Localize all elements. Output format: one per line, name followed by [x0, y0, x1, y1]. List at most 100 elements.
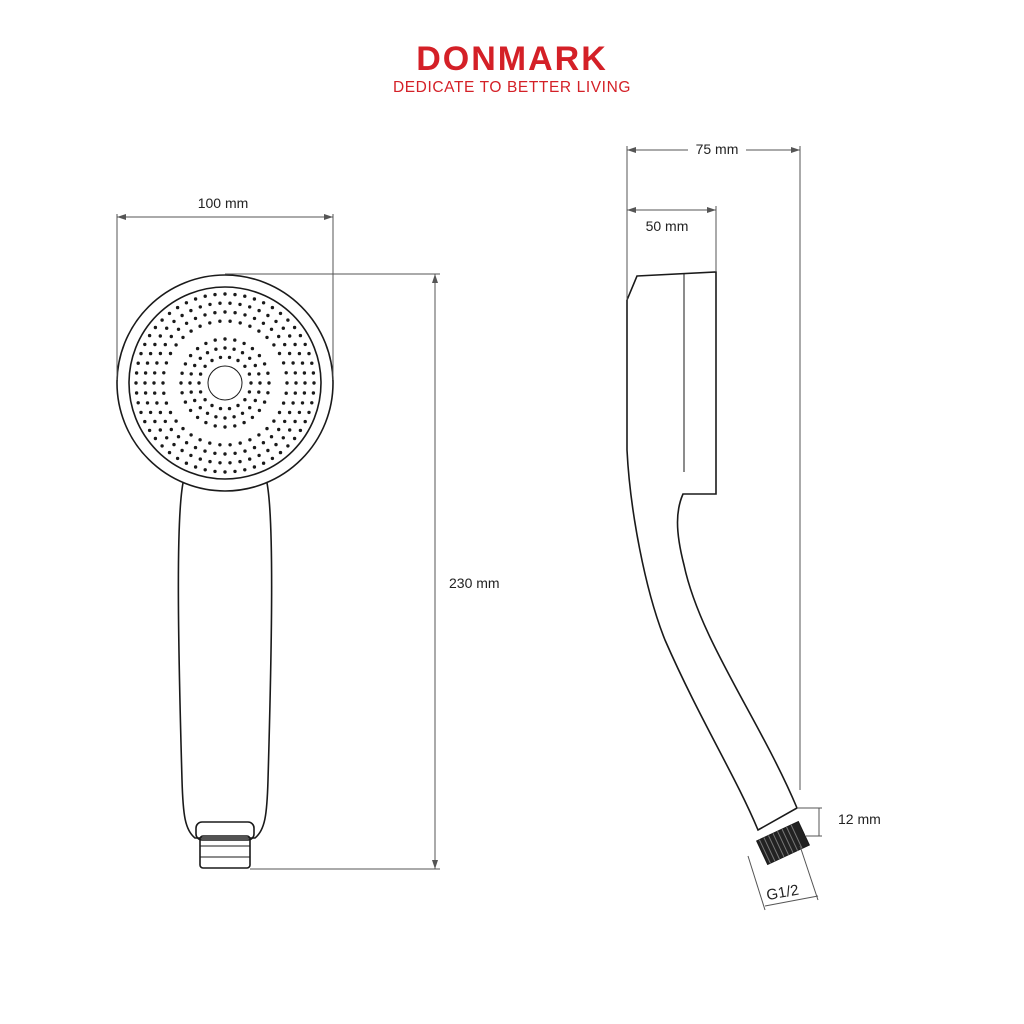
nozzle-dot [189, 372, 193, 376]
nozzle-dot [248, 406, 252, 410]
total-length-label: 230 mm [449, 575, 500, 591]
nozzle-dot [223, 425, 227, 429]
nozzle-dot [180, 448, 184, 453]
nozzle-dot [148, 351, 153, 356]
nozzle-dot [265, 335, 269, 340]
nozzle-dot [284, 391, 288, 395]
nozzle-dot [292, 436, 297, 441]
nozzle-dot [223, 310, 227, 314]
nozzle-dot [176, 327, 181, 331]
nozzle-dot [266, 371, 270, 375]
nozzle-dot [232, 347, 236, 351]
nozzle-dot [163, 342, 167, 347]
nozzle-dot [307, 410, 311, 415]
nozzle-dot [218, 443, 222, 447]
nozzle-dot [193, 465, 198, 469]
nozzle-dot [283, 419, 287, 424]
nozzle-dot [139, 410, 143, 415]
nozzle-dot [243, 294, 247, 298]
nozzle-dot [223, 292, 227, 296]
nozzle-dot [205, 411, 210, 415]
nozzle-dot [248, 438, 252, 442]
nozzle-dot [193, 363, 197, 368]
nozzle-dot [184, 441, 189, 445]
nozzle-dot [238, 302, 242, 307]
nozzle-dot [163, 419, 167, 424]
side-profile-outline [626, 271, 799, 832]
nozzle-dot [248, 356, 252, 360]
nozzle-dot [288, 334, 292, 338]
nozzle-dot [274, 319, 278, 324]
nozzle-dot [160, 444, 164, 448]
nozzle-dot [210, 358, 214, 363]
nozzle-dot [152, 381, 156, 385]
nozzle-dot [262, 362, 267, 366]
nozzle-dot [243, 313, 247, 317]
nozzle-dot [261, 321, 266, 325]
nozzle-dot [248, 324, 252, 328]
nozzle-dot [198, 457, 202, 461]
thread-size-dimension-line [764, 895, 819, 907]
nozzle-dot [312, 381, 316, 385]
nozzle-dot [223, 470, 227, 474]
nozzle-dot [233, 292, 237, 297]
nozzle-dot [172, 319, 176, 324]
nozzle-dot [145, 361, 150, 365]
nozzle-dot [181, 426, 185, 431]
nozzle-dot [179, 381, 183, 385]
nozzle-dot [240, 411, 245, 415]
nozzle-dot [213, 451, 217, 455]
nozzle-dot [175, 456, 180, 461]
nozzle-dot [147, 333, 152, 338]
nozzle-dot [195, 346, 200, 351]
nozzle-dot [291, 401, 295, 405]
nozzle-dot [223, 452, 227, 456]
nozzle-dot [213, 424, 217, 428]
nozzle-dot [233, 338, 237, 342]
nozzle-dot [303, 419, 307, 424]
nozzle-dot [188, 408, 193, 413]
depth-head-label: 50 mm [646, 218, 689, 234]
nozzle-dot [153, 419, 157, 424]
nozzle-dot [298, 428, 303, 433]
nozzle-dot [233, 469, 237, 474]
nozzle-dot [165, 436, 169, 440]
nozzle-dot [284, 371, 288, 375]
nozzle-dot [232, 415, 236, 419]
nozzle-dot [227, 406, 232, 411]
nozzle-dot [261, 441, 266, 445]
nozzle-dot [272, 419, 276, 423]
nozzle-dot [240, 351, 245, 355]
nozzle-dot [298, 333, 303, 338]
nozzle-dot [252, 316, 257, 321]
nozzle-dot [153, 342, 157, 347]
nozzle-dot [181, 335, 185, 340]
nozzle-dot [285, 381, 289, 385]
nozzle-dot [242, 341, 246, 346]
nozzle-dot [302, 371, 307, 375]
nozzle-dot [293, 391, 297, 395]
nozzle-dot [208, 321, 212, 325]
nozzle-dot [165, 326, 169, 330]
nozzle-dot [252, 445, 257, 450]
nozzle-dot [223, 416, 227, 420]
nozzle-dot [148, 410, 153, 415]
nozzle-dot [180, 313, 184, 318]
nozzle-dot [158, 410, 163, 415]
nozzle-dot [193, 297, 198, 301]
nozzle-dot [266, 391, 270, 395]
nozzle-dot [261, 301, 266, 305]
center-nozzle-ring [207, 365, 243, 401]
nozzle-dot [292, 325, 297, 330]
nozzle-dot [281, 401, 286, 405]
nozzle-dot [243, 364, 247, 368]
nozzle-dot [162, 391, 166, 395]
nozzle-dot [281, 326, 285, 330]
nozzle-dot [238, 441, 242, 445]
nozzle-dot [203, 398, 207, 402]
nozzle-dot [286, 318, 290, 322]
nozzle-dot [164, 361, 169, 365]
nozzle-dot [174, 419, 178, 423]
nozzle-dot [188, 353, 193, 358]
nozzle-dot [228, 443, 232, 447]
